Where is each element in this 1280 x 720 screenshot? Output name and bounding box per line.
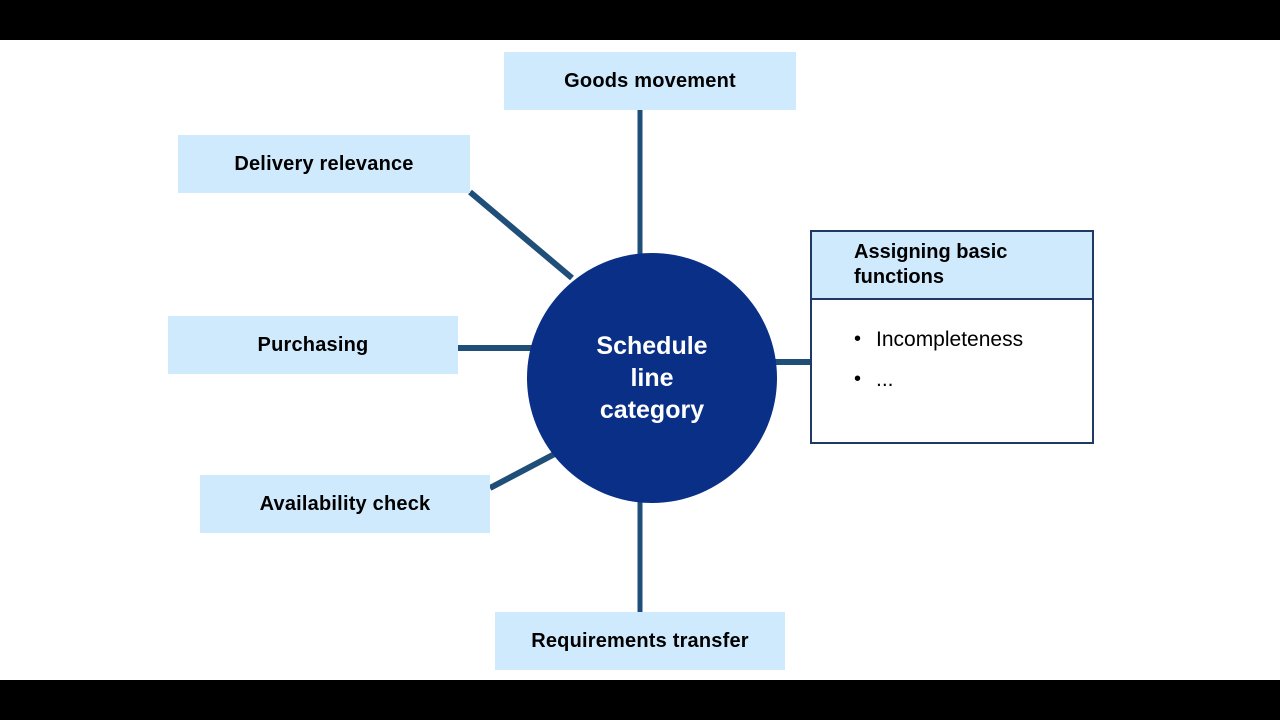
node-delivery-relevance[interactable]: Delivery relevance [178, 135, 470, 193]
node-requirements-transfer-label: Requirements transfer [531, 629, 749, 652]
panel-body: Incompleteness ... [812, 300, 1092, 392]
node-purchasing-label: Purchasing [257, 333, 369, 356]
assigning-basic-functions-panel: Assigning basic functions Incompleteness… [810, 230, 1094, 444]
panel-title: Assigning basic functions [812, 232, 1092, 300]
node-delivery-relevance-label: Delivery relevance [234, 152, 414, 175]
hub-label: Schedule line category [596, 332, 708, 424]
node-goods-movement-label: Goods movement [564, 69, 736, 92]
letterbox-bottom-bar [0, 680, 1280, 720]
node-purchasing[interactable]: Purchasing [168, 316, 458, 374]
connector-lines [456, 110, 812, 612]
panel-item-list: Incompleteness ... [854, 327, 1082, 392]
slide-canvas: Goods movement Delivery relevance Purcha… [0, 40, 1280, 680]
node-availability-check[interactable]: Availability check [200, 475, 490, 533]
panel-list-item: ... [854, 367, 1082, 392]
hub-schedule-line-category[interactable]: Schedule line category [527, 253, 777, 503]
node-requirements-transfer[interactable]: Requirements transfer [495, 612, 785, 670]
connector-delivery-relevance [468, 189, 574, 281]
node-availability-check-label: Availability check [259, 492, 431, 515]
node-goods-movement[interactable]: Goods movement [504, 52, 796, 110]
panel-list-item: Incompleteness [854, 327, 1082, 352]
letterbox-top-bar [0, 0, 1280, 40]
